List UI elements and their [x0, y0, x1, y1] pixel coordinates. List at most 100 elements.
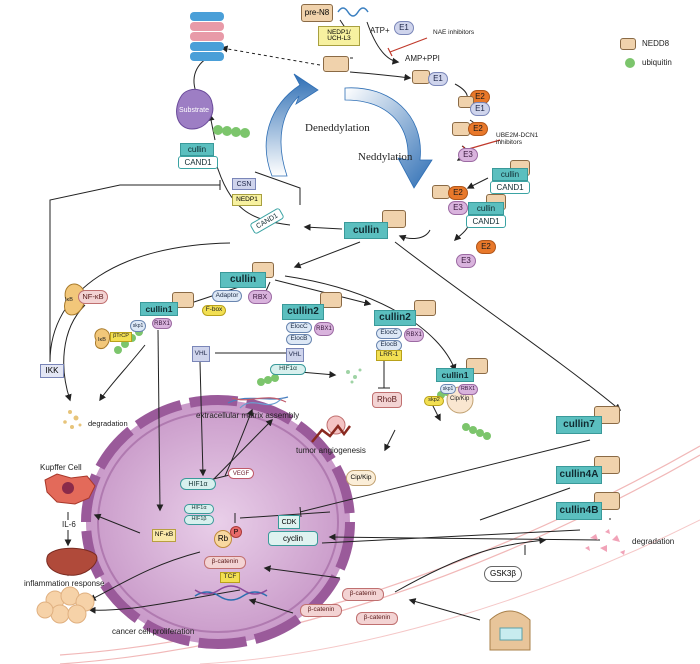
- cullin4b-box: cullin4B: [556, 502, 602, 520]
- hif1b-dimer: HIF1β: [184, 515, 214, 525]
- cullin2-right: cullin2: [374, 310, 416, 326]
- phospho-p: P: [230, 526, 242, 538]
- nedd8-center: [382, 210, 406, 228]
- bcatenin-3: β-catenin: [356, 612, 398, 625]
- cdk-box: CDK: [278, 515, 300, 529]
- e1-top: E1: [394, 21, 414, 35]
- ube2m-line2: inhibitors: [496, 139, 523, 147]
- rbx1-mid: RBX1: [314, 322, 334, 336]
- hif1a-nucleus: HIF1α: [180, 478, 216, 490]
- e3-mid: E3: [458, 148, 478, 162]
- nfkb-top: NF-κB: [78, 290, 108, 304]
- ikk-box: IKK: [40, 364, 64, 378]
- rhob-box: RhoB: [372, 392, 402, 408]
- legend-nedd8-label: NEDD8: [642, 39, 670, 48]
- tumor-angiogenesis-icon: [311, 415, 351, 443]
- degradation-debris-2: [346, 368, 362, 384]
- cullin-complex: cullin: [468, 202, 504, 215]
- legend-nedd8-swatch: [620, 38, 636, 50]
- kupffer-label: Kupffer Cell: [40, 463, 82, 472]
- degradation-right: degradation: [632, 537, 675, 546]
- il6-label: IL-6: [62, 520, 76, 529]
- rbx-box: RBX: [248, 290, 272, 304]
- ube2m-line1: UBE2M-DCN1: [496, 132, 539, 139]
- pre-n8-box: pre-N8: [301, 4, 333, 22]
- e3-complex: E3: [448, 201, 468, 215]
- proteasome-icon: [190, 12, 224, 61]
- cullin-center: cullin: [344, 222, 388, 239]
- e3-released: E3: [456, 254, 476, 268]
- substrate-shape: [176, 88, 214, 130]
- skp-right: skp1: [440, 384, 456, 394]
- cullin-hub: cullin: [220, 272, 266, 288]
- e2-complex: E2: [448, 186, 468, 200]
- e1-middle: E1: [428, 72, 448, 86]
- bcatenin-1: β-catenin: [342, 588, 384, 601]
- btrcp-box: βTrCP: [110, 332, 132, 342]
- deneddylation-label: Deneddylation: [305, 122, 370, 134]
- nedd8-free: [323, 56, 349, 72]
- amp-ppi-label: AMP+PPI: [405, 54, 440, 63]
- e2-released: E2: [476, 240, 496, 254]
- cullin1-right: cullin1: [436, 368, 474, 382]
- csn-box: CSN: [232, 178, 256, 190]
- dna-strand: [194, 585, 268, 601]
- nucleus: [81, 395, 355, 649]
- lrr1-box: LRR-1: [376, 350, 402, 361]
- liver-icon: [46, 547, 98, 576]
- e2-mid: E2: [468, 122, 488, 136]
- elocb-mid: ElocB: [286, 334, 312, 345]
- cyclin-box: cyclin: [268, 531, 318, 546]
- cand1-right: CAND1: [490, 181, 530, 194]
- pre-nedd8-chain: [337, 7, 369, 17]
- legend-ubiquitin-label: ubiquitin: [642, 58, 672, 67]
- rb-box: Rb: [214, 530, 232, 548]
- ube2m-label: UBE2M-DCN1 inhibitors: [496, 132, 538, 146]
- fbox-box: F-box: [202, 305, 226, 316]
- nae-inhibitors-label: NAE inhibitors: [433, 29, 475, 36]
- cullin7-box: cullin7: [556, 416, 602, 434]
- cullin1-left: cullin1: [140, 302, 178, 316]
- membrane-receptor: [489, 610, 531, 651]
- cipkip-right-label: Cip/Kip: [450, 396, 470, 402]
- bcatenin-2: β-catenin: [300, 604, 342, 617]
- nedp1-uchl3-box: NEDP1/ UCH-L3: [318, 26, 360, 46]
- degradation-left: degradation: [88, 419, 128, 428]
- ecm-label: extracellular matrix assembly: [196, 411, 300, 420]
- elocc-mid: ElocC: [286, 322, 312, 333]
- nfkb-nucleus: NF-κB: [152, 529, 176, 542]
- rbx1-right2: RBX1: [458, 384, 478, 395]
- inflammation-label: inflammation response: [24, 579, 105, 588]
- cullin-left: cullin: [180, 143, 214, 156]
- gsk3b-box: GSK3β: [484, 566, 522, 582]
- cancer-cells-icon: [36, 586, 95, 624]
- tumor-angiogenesis-label: tumor angiogenesis: [296, 446, 366, 455]
- rbx1-left: RBX1: [152, 318, 172, 329]
- neddylation-arrow: [344, 87, 433, 189]
- cand1-complex: CAND1: [466, 215, 506, 228]
- bcatenin-nucleus: β-catenin: [204, 556, 246, 569]
- e1-lower: E1: [470, 102, 490, 116]
- uchl3-line: UCH-L3: [327, 35, 351, 42]
- atp-label: ATP+: [370, 26, 390, 35]
- cipkip-nucleus: Cip/Kip: [346, 470, 376, 486]
- cancer-proliferation-label: cancer cell proliferation: [112, 627, 195, 636]
- adaptor-box: Adaptor: [212, 290, 242, 302]
- rbx1-right: RBX1: [404, 328, 424, 342]
- nedd8-cullin2-mid: [320, 292, 342, 308]
- deneddylation-arrow: [265, 73, 319, 177]
- kupffer-cell-icon: [44, 473, 96, 505]
- neddylation-label: Neddylation: [358, 151, 413, 163]
- hif1a-mid: HIF1α: [270, 364, 306, 375]
- ikb-low-label: IκB: [98, 337, 106, 343]
- cullin2-mid: cullin2: [282, 304, 324, 320]
- cullin4a-box: cullin4A: [556, 466, 602, 484]
- nedp1-line: NEDP1/: [327, 28, 351, 36]
- vhl-mid: VHL: [286, 348, 304, 362]
- tcf-box: TCF: [220, 572, 240, 583]
- ikb-top-label: IκB: [65, 297, 73, 303]
- vhl-left: VHL: [192, 346, 210, 362]
- skp1-box: skp1: [130, 320, 146, 332]
